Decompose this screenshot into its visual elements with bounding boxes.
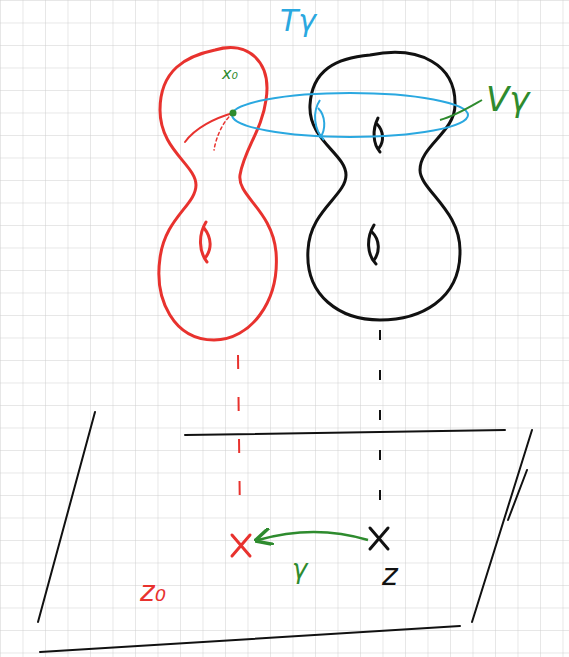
base-point [230, 110, 237, 117]
math-label: z [382, 560, 398, 590]
point-cross [232, 535, 250, 556]
path-gamma [258, 532, 368, 540]
fibre-projection [238, 355, 240, 520]
leader-line [440, 100, 482, 120]
fibre-projection [379, 330, 381, 500]
math-label: Vγ [486, 82, 529, 116]
math-label: γ [292, 556, 307, 582]
math-label: Tγ [280, 6, 316, 36]
red-surface [159, 48, 276, 340]
point-cross [370, 528, 388, 549]
torus-t-gamma [232, 93, 468, 140]
math-label: z₀ [140, 578, 166, 606]
base-plane [38, 412, 532, 652]
math-label: x₀ [222, 66, 238, 82]
